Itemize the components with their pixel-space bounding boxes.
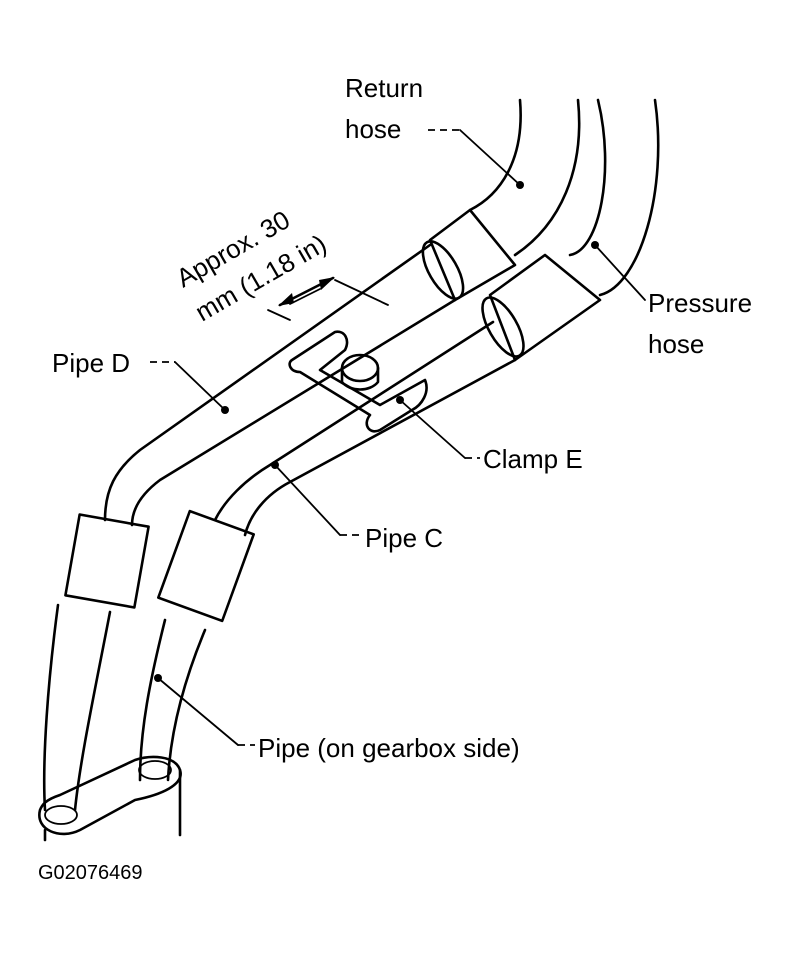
return-hose-label-line2: hose [345, 114, 401, 144]
pipe-c [138, 320, 517, 782]
pipe-d-label: Pipe D [52, 348, 130, 378]
gearbox-bracket [38, 755, 182, 842]
pipe-gearbox-label: Pipe (on gearbox side) [258, 733, 520, 763]
figure-code: G02076469 [38, 862, 143, 884]
return-hose [421, 98, 581, 302]
pipe-d [42, 243, 457, 812]
leader-lines [150, 129, 646, 746]
clamp-e [288, 330, 428, 433]
clamp-e-label: Clamp E [483, 444, 583, 474]
pressure-hose [481, 98, 660, 362]
return-hose-label-line1: Return [345, 73, 423, 103]
pipe-c-label: Pipe C [365, 523, 443, 553]
pressure-hose-label-line1: Pressure [648, 288, 752, 318]
dimension-arrow [267, 276, 389, 321]
pressure-hose-label-line2: hose [648, 329, 704, 359]
